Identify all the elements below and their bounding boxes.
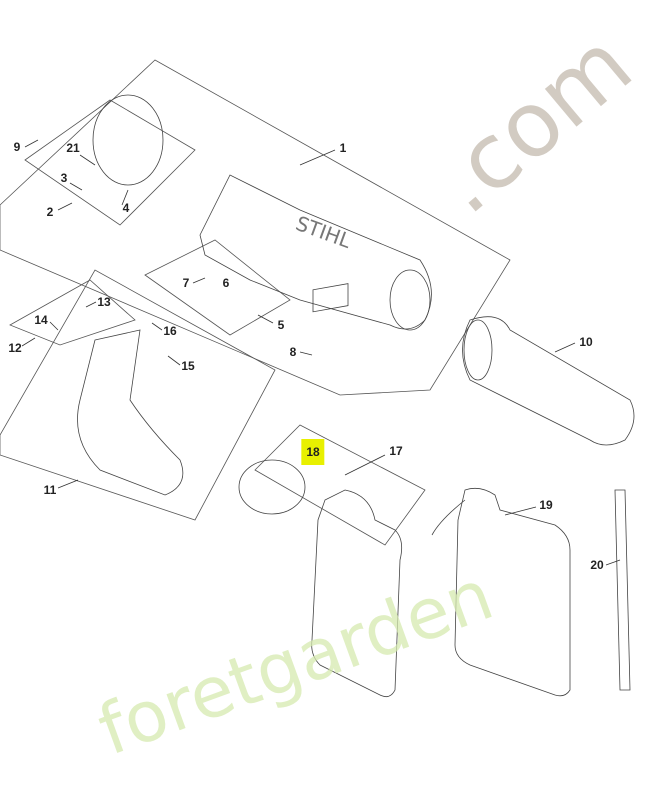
bottle	[454, 487, 571, 697]
callout-2[interactable]: 2	[46, 205, 54, 219]
callout-15[interactable]: 15	[181, 359, 195, 373]
frame-sub-housing	[24, 99, 196, 226]
callout-4[interactable]: 4	[122, 201, 130, 215]
strap	[614, 489, 631, 691]
callout-14[interactable]: 14	[34, 313, 48, 327]
frame-sub-handle	[144, 239, 291, 336]
callout-21[interactable]: 21	[66, 141, 80, 155]
fan-housing	[92, 94, 164, 186]
callout-3[interactable]: 3	[60, 171, 68, 185]
canister	[311, 489, 403, 698]
callout-1[interactable]: 1	[339, 141, 347, 155]
callout-17[interactable]: 17	[389, 444, 403, 458]
frame-main	[0, 59, 511, 396]
seal-ring	[238, 459, 306, 515]
callout-12[interactable]: 12	[8, 341, 22, 355]
callout-20[interactable]: 20	[590, 558, 604, 572]
frame-intake	[0, 269, 276, 521]
frame-seal	[254, 424, 426, 546]
callout-18-highlighted[interactable]: 18	[301, 439, 325, 465]
callout-5[interactable]: 5	[277, 318, 285, 332]
tube	[462, 316, 635, 446]
callout-9[interactable]: 9	[13, 140, 21, 154]
callout-10[interactable]: 10	[579, 335, 593, 349]
callout-7[interactable]: 7	[182, 276, 190, 290]
callout-16[interactable]: 16	[163, 324, 177, 338]
callout-8[interactable]: 8	[289, 345, 297, 359]
callout-6[interactable]: 6	[222, 276, 230, 290]
tube-ring	[463, 319, 493, 381]
blower-outlet	[389, 269, 431, 331]
frame-sub-intake	[9, 279, 136, 346]
callout-19[interactable]: 19	[539, 498, 553, 512]
callout-13[interactable]: 13	[97, 295, 111, 309]
warning-label	[312, 283, 349, 313]
callout-11[interactable]: 11	[43, 483, 57, 497]
intake-elbow	[77, 329, 184, 496]
blower-housing	[199, 174, 432, 330]
